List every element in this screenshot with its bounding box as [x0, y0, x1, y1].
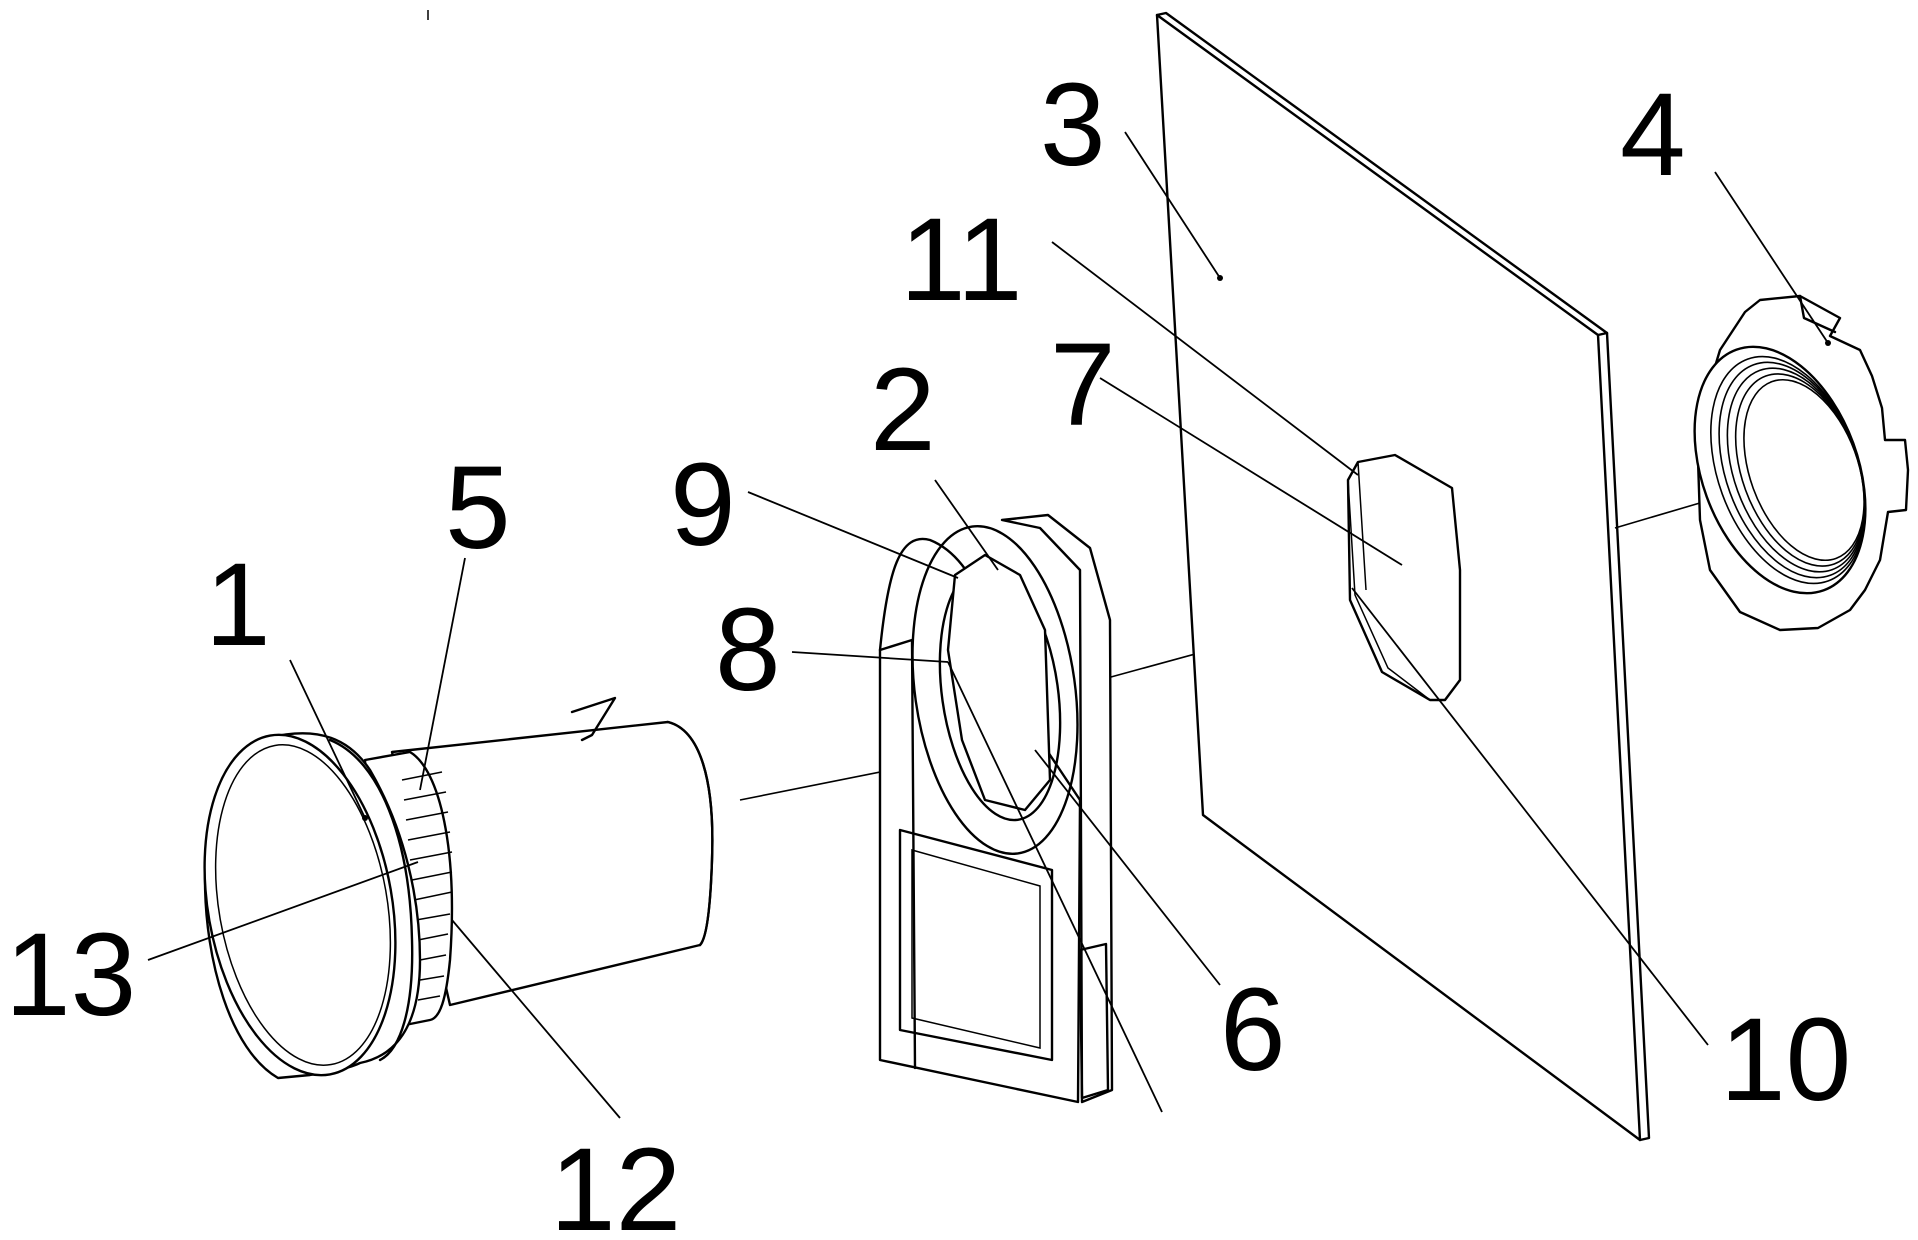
callout-9: 9	[670, 439, 736, 571]
cap-assembly	[180, 698, 713, 1090]
callout-3: 3	[1040, 59, 1106, 191]
callout-2: 2	[870, 344, 936, 476]
callout-10: 10	[1720, 994, 1851, 1126]
bracket	[880, 515, 1112, 1102]
callout-1: 1	[205, 539, 271, 671]
lock-nut	[1663, 296, 1908, 630]
callout-8: 8	[715, 584, 781, 716]
callout-11: 11	[900, 194, 1023, 326]
callout-7: 7	[1050, 319, 1116, 451]
callout-5: 5	[445, 442, 511, 574]
leader-9	[748, 492, 958, 578]
callout-13: 13	[5, 909, 136, 1041]
callout-12: 12	[550, 1124, 681, 1240]
callout-6: 6	[1220, 964, 1286, 1096]
callout-4: 4	[1620, 69, 1686, 201]
